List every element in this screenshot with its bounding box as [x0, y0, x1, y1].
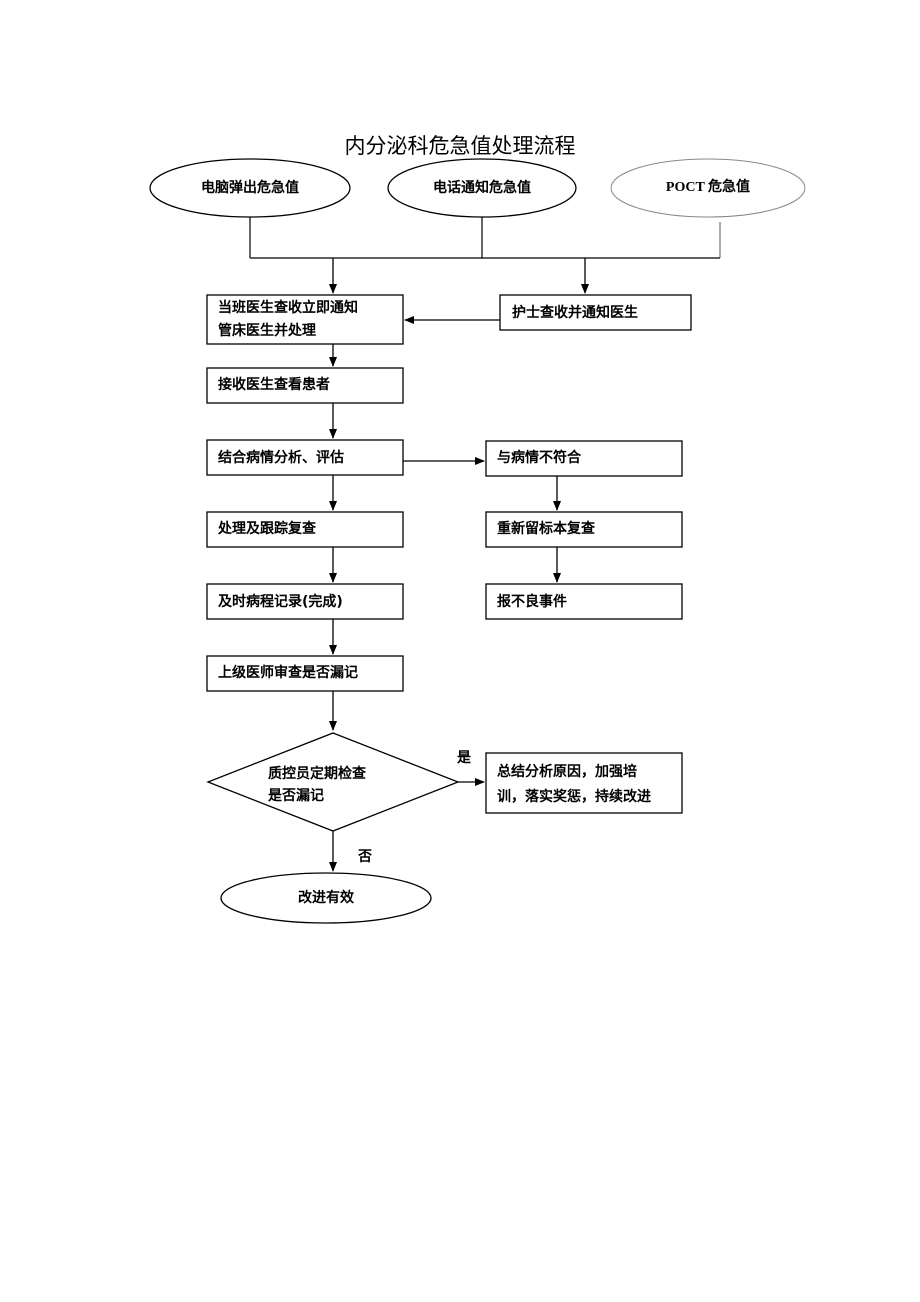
qc-check-label-line1: 质控员定期检查 [268, 766, 366, 782]
analysis-label: 结合病情分析、评估 [218, 450, 344, 466]
source-poct-ellipse [610, 158, 806, 218]
mismatch-box [485, 440, 683, 477]
doctor-notify-box [206, 294, 404, 345]
senior-review-box [206, 655, 404, 692]
doctor-notify-label-line2: 管床医生并处理 [218, 323, 316, 339]
doctor-notify-label-line1: 当班医生查收立即通知 [218, 300, 358, 316]
source-computer-label: 电脑弹出危急值 [201, 180, 299, 196]
adverse-event-box [485, 583, 683, 620]
source-phone-label: 电话通知危急值 [433, 180, 531, 196]
record-box [206, 583, 404, 620]
mismatch-label: 与病情不符合 [497, 450, 581, 466]
adverse-event-label: 报不良事件 [497, 594, 567, 610]
effective-label: 改进有效 [298, 890, 354, 906]
summary-label-line1: 总结分析原因，加强培 [497, 764, 637, 780]
edge-yes-label: 是 [457, 750, 471, 766]
senior-review-label: 上级医师审查是否漏记 [218, 665, 358, 681]
resample-box [485, 511, 683, 548]
diagram-title: 内分泌科危急值处理流程 [344, 134, 576, 158]
effective-ellipse [220, 872, 432, 924]
followup-label: 处理及跟踪复查 [218, 521, 316, 537]
source-poct-label: POCT 危急值 [665, 180, 751, 195]
summary-box [485, 752, 683, 814]
nurse-notify-label: 护士查收并通知医生 [512, 305, 638, 321]
analysis-box [206, 439, 404, 476]
receiving-doctor-label: 接收医生查看患者 [218, 377, 330, 393]
resample-label: 重新留标本复查 [497, 521, 595, 537]
qc-check-label-line2: 是否漏记 [268, 788, 324, 804]
followup-box [206, 511, 404, 548]
edge-no-label: 否 [358, 849, 372, 865]
nurse-notify-box [499, 294, 692, 331]
receiving-doctor-box [206, 367, 404, 404]
summary-label-line2: 训，落实奖惩，持续改进 [497, 789, 651, 805]
record-label: 及时病程记录(完成) [218, 594, 343, 610]
